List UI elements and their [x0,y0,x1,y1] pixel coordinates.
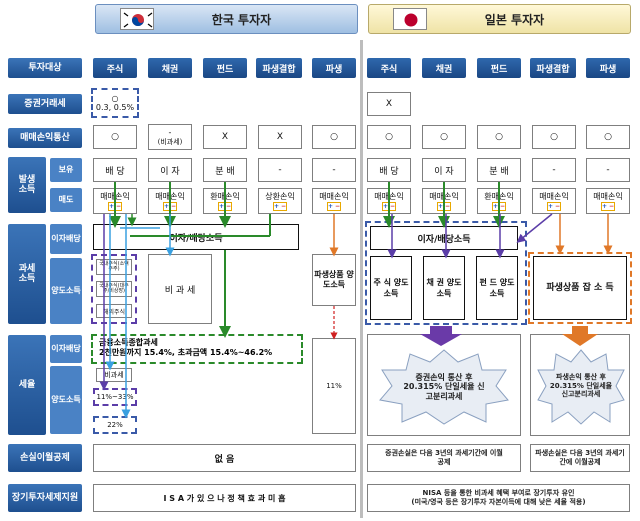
plus-minus-icon: + − [547,202,561,211]
korea-transfer-group [91,254,137,324]
korea-foreign-stock: 해외주식 [96,304,132,318]
japan-deriv-misc: 파생상품 잡 소 득 [533,256,627,320]
col-korea-derivlinked: 파생결합 [256,58,302,78]
sub-label-hold: 보유 [50,158,82,182]
japan-sell-deriv: 매매손익+ − [586,188,630,214]
row-label-target: 투자대상 [8,58,82,78]
sub-label-transfer-1: 양도소득 [50,258,82,324]
column-divider [360,40,363,518]
korea-hold-derivlinked: - [258,158,302,182]
japan-stock-transfer: 주 식 양도소득 [370,256,412,320]
sub-label-interest-2: 이자배당 [50,335,82,363]
korea-nontax-rate: 비과세 [96,368,132,382]
korea-offset-derivlinked: X [258,125,302,149]
korea-nontax-box: 비 과 세 [148,254,212,324]
japan-long-term: NISA 등을 통한 비과세 혜택 부여로 장기투자 유인 (미국/영국 등은 … [367,484,630,512]
japan-offset-derivlinked: ○ [532,125,576,149]
japan-offset-stock: ○ [367,125,411,149]
col-japan-fund: 펀드 [477,58,521,78]
japan-interest-dividend-box: 이자/배당소득 [370,226,518,250]
japan-header: 일본 투자자 [368,4,631,34]
korea-domestic-major: 국내주식(대주주/비상장) [96,281,132,297]
korea-offset-stock: ○ [93,125,137,149]
col-korea-fund: 펀드 [203,58,247,78]
row-label-income-source: 발생소득 [8,157,46,213]
korea-securities-tax: ○ 0.3, 0.5% [91,88,139,118]
col-japan-deriv: 파생 [586,58,630,78]
col-korea-deriv: 파생 [312,58,356,78]
japan-bond-transfer: 채 권 양도소득 [423,256,465,320]
row-label-securities-tax: 증권거래세 [8,94,82,114]
row-label-loss-carry: 손실이월공제 [8,444,82,472]
sub-label-interest-1: 이자배당 [50,224,82,254]
korea-header: 한국 투자자 [95,4,358,34]
japan-title: 일본 투자자 [484,12,545,27]
korea-offset-bond: -(비과세) [148,124,192,150]
korea-deriv-transfer: 파생상품 양도소득 [312,254,356,306]
col-korea-stock: 주식 [93,58,137,78]
japan-sell-derivlinked: 매매손익+ − [532,188,576,214]
korea-offset-deriv: ○ [312,125,356,149]
japan-securities-tax: X [367,92,411,116]
col-japan-derivlinked: 파생결합 [530,58,576,78]
plus-minus-icon: + − [273,202,287,211]
korea-loss-carry: 없 음 [93,444,356,472]
korea-sell-deriv: 매매손익+ − [312,188,356,214]
burst-shape-1 [379,349,509,425]
burst-shape-2 [537,349,625,425]
japan-hold-deriv: - [586,158,630,182]
sub-label-sell: 매도 [50,188,82,212]
japan-offset-bond: ○ [422,125,466,149]
japan-offset-deriv: ○ [586,125,630,149]
korea-title: 한국 투자자 [211,12,272,27]
korea-hold-fund: 분 배 [203,158,247,182]
korea-sell-derivlinked: 상환손익+ − [258,188,302,214]
japan-hold-bond: 이 자 [422,158,466,182]
plus-minus-icon: + − [601,202,615,211]
japan-fund-transfer: 펀 드 양도소득 [476,256,518,320]
col-korea-bond: 채권 [148,58,192,78]
japan-hold-derivlinked: - [532,158,576,182]
japan-flag-icon [393,8,427,30]
sub-label-transfer-2: 양도소득 [50,366,82,434]
col-japan-bond: 채권 [422,58,466,78]
japan-hold-fund: 분 배 [477,158,521,182]
japan-hold-stock: 배 당 [367,158,411,182]
korea-flag-icon [120,8,154,30]
plus-minus-icon: + − [327,202,341,211]
korea-hold-stock: 배 당 [93,158,137,182]
japan-loss-carry-sec: 증권손실은 다음 3년의 과세기간에 이월공제 [367,444,521,472]
korea-long-term: I S A 가 있 으 나 정 책 효 과 미 흡 [93,484,356,512]
row-label-tax-rate: 세율 [8,335,46,435]
japan-loss-carry-deriv: 파생손실은 다음 3년의 과세기간에 이월공제 [530,444,630,472]
col-japan-stock: 주식 [367,58,411,78]
korea-rate-22: 22% [93,416,137,434]
row-label-taxable-income: 과세소득 [8,224,46,324]
row-label-loss-offset: 매매손익통산 [8,128,82,148]
row-label-long-term: 장기투자세제지원 [8,484,82,512]
korea-offset-fund: X [203,125,247,149]
japan-deriv-group [528,252,632,324]
korea-deriv-rate: 11% [312,338,356,434]
korea-domestic-small: 국내주식(소액주주) [96,259,132,275]
japan-offset-fund: ○ [477,125,521,149]
korea-hold-deriv: - [312,158,356,182]
japan-burst-text-1: 증권손익 통산 후 20.315% 단일세율 신고분리과세 [403,372,485,401]
korea-hold-bond: 이 자 [148,158,192,182]
japan-burst-text-2: 파생손익 통산 후 20.315% 단일세율 신고분리과세 [549,373,613,399]
